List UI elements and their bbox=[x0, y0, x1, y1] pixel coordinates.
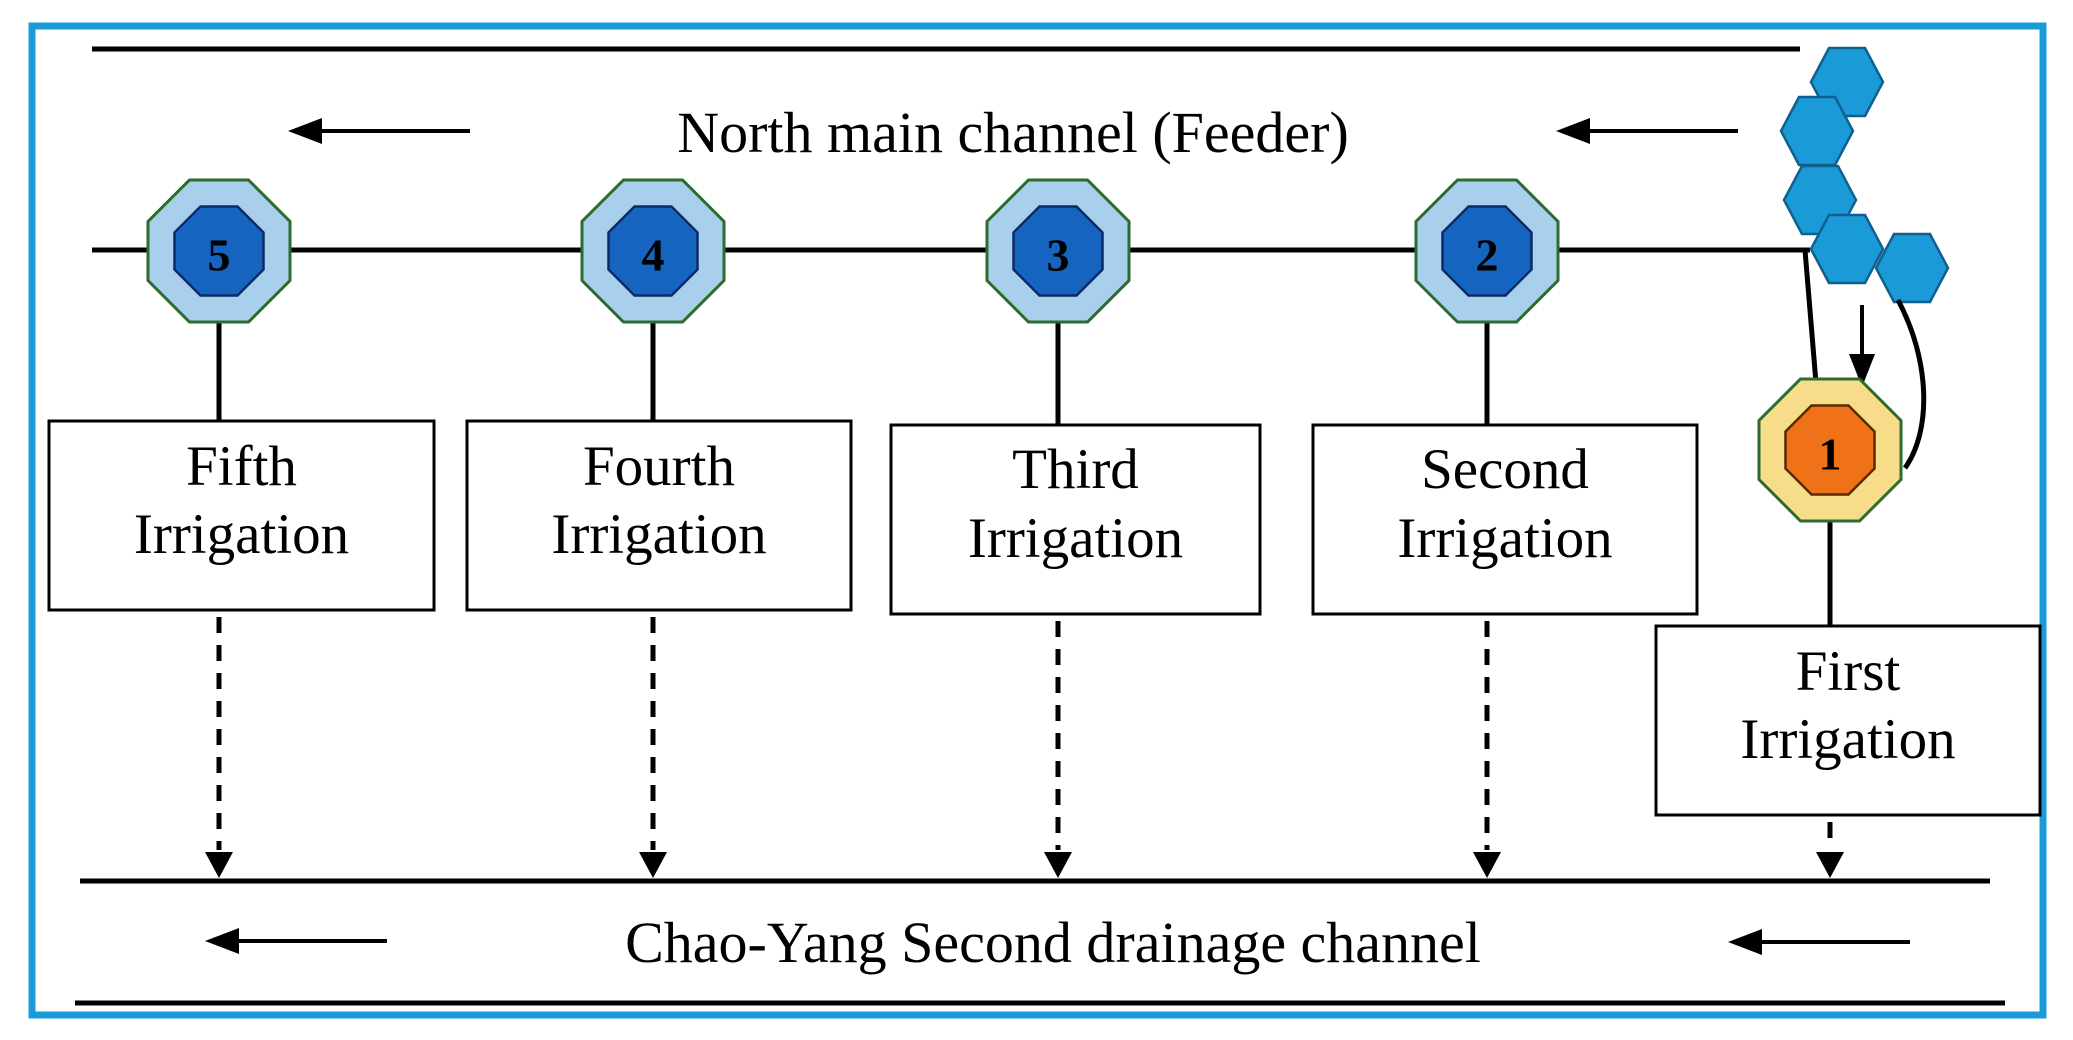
gate-octagon-icon: 5 bbox=[146, 178, 292, 324]
drain-arrowhead bbox=[1044, 852, 1072, 878]
feeder-to-gate1-line bbox=[1802, 249, 1820, 396]
drain-arrowhead bbox=[639, 852, 667, 878]
drainage-flow-arrow-left bbox=[205, 928, 387, 954]
gate-octagon-icon: 3 bbox=[985, 178, 1131, 324]
irrigation-label-line1: Second bbox=[1421, 438, 1589, 501]
drain-arrowhead bbox=[1473, 852, 1501, 878]
irrigation-label-line2: Irrigation bbox=[968, 507, 1183, 570]
irrigation-box bbox=[1311, 423, 1699, 616]
irrigation-box bbox=[1654, 624, 2042, 817]
irrigation-box bbox=[47, 419, 436, 612]
drainage-channel-title: Chao-Yang Second drainage channel bbox=[625, 910, 1481, 975]
gate-octagon-icon: 1 bbox=[1757, 377, 1903, 523]
gate-number: 2 bbox=[1476, 230, 1499, 281]
gate-octagon-icon: 2 bbox=[1414, 178, 1560, 324]
irrigation-label-line1: Fifth bbox=[186, 435, 297, 498]
irrigation-box bbox=[889, 423, 1262, 616]
irrigation-label-line2: Irrigation bbox=[134, 503, 349, 566]
drainage-flow-arrow-right bbox=[1728, 929, 1910, 955]
gate-number: 5 bbox=[208, 230, 231, 281]
gate1-inflow-arrow bbox=[1849, 305, 1875, 387]
north-channel-title: North main channel (Feeder) bbox=[677, 100, 1349, 165]
irrigation-box bbox=[465, 419, 853, 612]
north-flow-arrow-right bbox=[1556, 118, 1738, 144]
gate-octagon-icon: 4 bbox=[580, 178, 726, 324]
irrigation-label-line2: Irrigation bbox=[1740, 708, 1955, 771]
drain-arrowhead bbox=[1816, 852, 1844, 878]
diagram-frame bbox=[28, 22, 2047, 1019]
hexagon-icon bbox=[1874, 232, 1950, 304]
north-flow-arrow-left bbox=[288, 118, 470, 144]
irrigation-label-line2: Irrigation bbox=[551, 503, 766, 566]
bypass-curve bbox=[1895, 298, 1927, 470]
irrigation-label-line1: Fourth bbox=[583, 435, 735, 498]
gate-number: 1 bbox=[1819, 429, 1842, 480]
gate-number: 4 bbox=[642, 230, 665, 281]
irrigation-label-line2: Irrigation bbox=[1397, 507, 1612, 570]
gate-number: 3 bbox=[1047, 230, 1070, 281]
irrigation-label-line1: Third bbox=[1012, 438, 1139, 501]
irrigation-label-line1: First bbox=[1796, 640, 1901, 703]
drain-arrowhead bbox=[205, 852, 233, 878]
